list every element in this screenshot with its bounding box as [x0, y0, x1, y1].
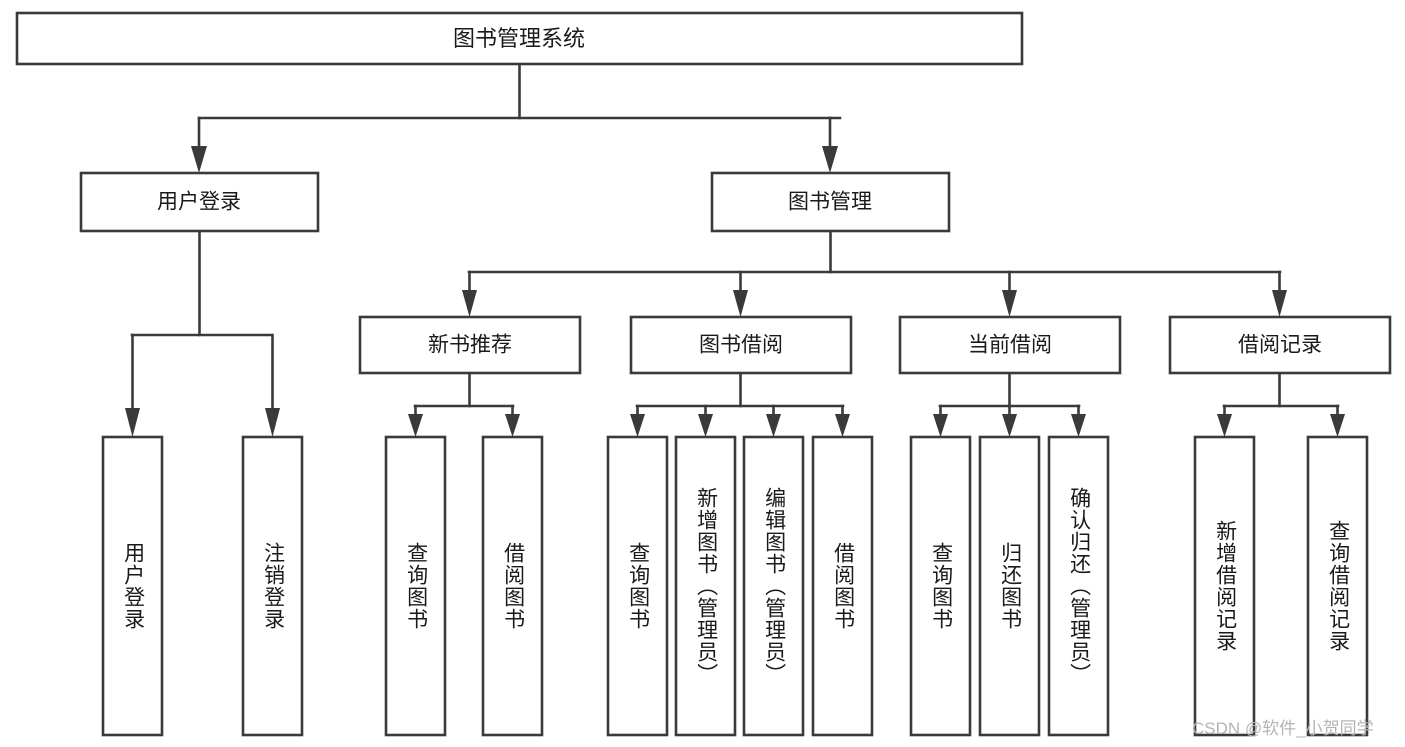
- node-new-book-recommend[interactable]: [358, 315, 582, 375]
- arrow-to-new-book: [462, 290, 477, 317]
- node-root[interactable]: [15, 11, 1024, 66]
- node-user-login-label: 用户登录: [157, 191, 241, 214]
- node-borrow-record-label: 借阅记录: [1238, 334, 1322, 357]
- arrow-to-book-manage: [822, 146, 838, 173]
- node-book-borrow-label: 图书借阅: [699, 334, 783, 357]
- node-leaf-user-login[interactable]: [101, 435, 164, 737]
- arrow-leaf-bb-4: [835, 414, 850, 437]
- arrow-leaf-user-login-2: [265, 408, 280, 437]
- connectors-user-login-branch: [125, 229, 280, 437]
- node-book-borrow[interactable]: [629, 315, 853, 375]
- node-book-manage-label: 图书管理: [788, 191, 872, 214]
- node-borrow-record[interactable]: [1168, 315, 1392, 375]
- connectors-borrow-record-branch: [1217, 371, 1345, 437]
- node-leaf-return-book[interactable]: [978, 435, 1041, 737]
- node-leaf-query-book-3[interactable]: [909, 435, 972, 737]
- node-leaf-logout[interactable]: [241, 435, 304, 737]
- connectors-book-borrow-branch: [630, 371, 850, 437]
- arrow-leaf-cb-1: [933, 414, 948, 437]
- arrow-leaf-br-2: [1330, 414, 1345, 437]
- node-leaf-query-book-1[interactable]: [384, 435, 447, 737]
- arrow-leaf-bb-3: [766, 414, 781, 437]
- arrow-leaf-newbook-2: [505, 414, 520, 437]
- arrow-leaf-bb-2: [698, 414, 713, 437]
- arrow-leaf-newbook-1: [408, 414, 423, 437]
- arrow-to-current-borrow: [1002, 290, 1017, 317]
- node-leaf-borrow-book-1[interactable]: [481, 435, 544, 737]
- node-leaf-query-book-2[interactable]: [606, 435, 669, 737]
- node-leaf-add-book[interactable]: [674, 435, 737, 737]
- node-leaf-edit-book[interactable]: [742, 435, 805, 737]
- arrow-leaf-user-login-1: [125, 408, 140, 437]
- arrow-leaf-br-1: [1217, 414, 1232, 437]
- connectors-book-manage-branch: [462, 229, 1287, 317]
- connectors-root-to-level2: [191, 62, 842, 173]
- arrow-to-user-login: [191, 146, 207, 173]
- node-book-manage[interactable]: [710, 171, 951, 233]
- connectors-current-borrow-branch: [933, 371, 1086, 437]
- arrow-leaf-cb-3: [1071, 414, 1086, 437]
- arrow-to-borrow-record: [1272, 290, 1287, 317]
- node-leaf-confirm-return[interactable]: [1047, 435, 1110, 737]
- arrow-leaf-cb-2: [1002, 414, 1017, 437]
- connectors-new-book-branch: [408, 371, 520, 437]
- node-leaf-add-record[interactable]: [1193, 435, 1256, 737]
- node-leaf-query-record[interactable]: [1306, 435, 1369, 737]
- node-new-book-recommend-label: 新书推荐: [428, 334, 512, 357]
- watermark-text: CSDN @软件_小贺同学: [1192, 719, 1374, 738]
- node-current-borrow[interactable]: [898, 315, 1122, 375]
- node-root-label: 图书管理系统: [453, 26, 585, 51]
- arrow-to-book-borrow: [733, 290, 748, 317]
- node-user-login[interactable]: [79, 171, 320, 233]
- node-leaf-borrow-book-2[interactable]: [811, 435, 874, 737]
- arrow-leaf-bb-1: [630, 414, 645, 437]
- node-current-borrow-label: 当前借阅: [968, 334, 1052, 357]
